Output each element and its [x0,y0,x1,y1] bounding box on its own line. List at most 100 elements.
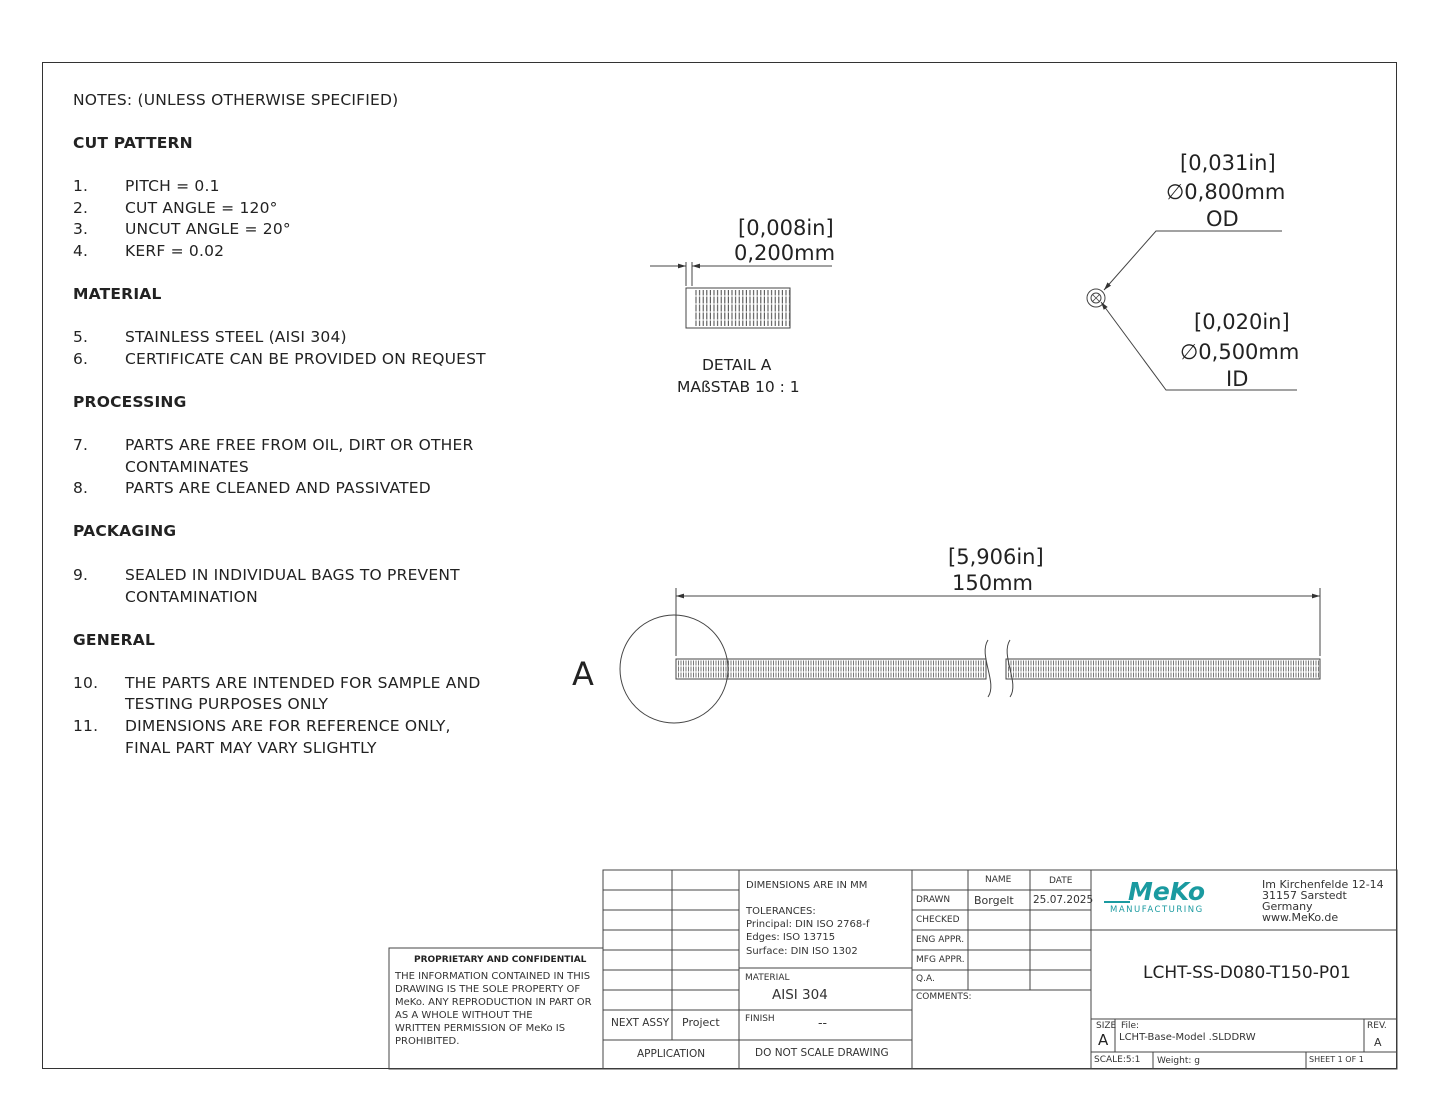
note-num: 6. [73,350,89,368]
row-label-drawn: DRAWN [916,895,951,905]
note-text: PARTS ARE FREE FROM OIL, DIRT OR OTHER [125,436,474,454]
section-title-packaging: PACKAGING [73,522,177,540]
proprietary-line: AS A WHOLE WITHOUT THE [395,1010,533,1021]
note-text: PITCH = 0.1 [125,177,220,195]
note-num: 9. [73,566,89,584]
address-line: Germany [1262,900,1313,913]
tolerances-line: Surface: DIN ISO 1302 [746,946,858,957]
tolerances-line: TOLERANCES: [746,906,816,917]
note-text: FINAL PART MAY VARY SLIGHTLY [125,739,377,757]
detail-scale: MAßSTAB 10 : 1 [677,378,800,396]
title-block-grid [388,869,1398,1070]
finish-label: FINISH [745,1014,775,1024]
note-text: CUT ANGLE = 120° [125,199,278,217]
address-line: Im Kirchenfelde 12-14 [1262,878,1384,891]
diameter-icon: ∅ [1180,340,1199,364]
tube-segment-right [1005,658,1321,680]
note-text: KERF = 0.02 [125,242,225,260]
od-dim-mm: ∅0,800mm [1166,180,1286,204]
note-text: UNCUT ANGLE = 20° [125,220,291,238]
section-title-general: GENERAL [73,631,156,649]
note-text: STAINLESS STEEL (AISI 304) [125,328,347,346]
do-not-scale: DO NOT SCALE DRAWING [755,1047,889,1059]
file-label: File: [1121,1021,1140,1031]
note-num: 2. [73,199,89,217]
proprietary-line: THE INFORMATION CONTAINED IN THIS [395,971,591,982]
id-leader [1100,301,1297,391]
part-number: LCHT-SS-D080-T150-P01 [1143,963,1351,983]
length-dim-inch: [5,906in] [948,545,1044,569]
size-value: A [1098,1031,1109,1049]
detail-a-view [650,262,832,329]
break-line-left [984,639,992,698]
note-num: 5. [73,328,89,346]
material-value: AISI 304 [772,987,828,1003]
application-label: APPLICATION [637,1048,706,1060]
break-line-right [1006,639,1014,698]
diameter-icon: ∅ [1166,180,1185,204]
material-label: MATERIAL [745,973,790,983]
length-view [619,588,1321,724]
note-text: CERTIFICATE CAN BE PROVIDED ON REQUEST [125,350,486,368]
drawn-date: 25.07.2025 [1033,894,1094,906]
address-line: 31157 Sarstedt [1262,889,1347,902]
finish-value: -- [818,1015,828,1030]
name-header: NAME [985,875,1012,885]
note-num: 8. [73,479,89,497]
id-cross [1092,294,1100,302]
date-header: DATE [1049,876,1073,886]
length-dim-mm: 150mm [952,571,1033,595]
section-title-processing: PROCESSING [73,393,187,411]
section-title-material: MATERIAL [73,285,162,303]
row-label-eng-appr: ENG APPR. [916,935,965,945]
file-value: LCHT-Base-Model .SLDDRW [1119,1032,1256,1043]
proprietary-title: PROPRIETARY AND CONFIDENTIAL [414,955,587,965]
note-num: 1. [73,177,89,195]
meko-logo: MeKo [1128,877,1206,906]
od-label: OD [1206,207,1239,231]
detail-dim-inch: [0,008in] [738,216,834,240]
rev-label: REV. [1367,1021,1387,1031]
next-assy-label: NEXT ASSY [611,1017,670,1029]
id-circle [1090,292,1102,304]
note-num: 7. [73,436,89,454]
note-text: CONTAMINATION [125,588,258,606]
id-dim-mm: ∅0,500mm [1180,340,1300,364]
tube-segment-left [675,658,987,680]
note-num: 10. [73,674,99,692]
detail-letter-a: A [572,655,594,693]
notes-header: NOTES: (UNLESS OTHERWISE SPECIFIED) [73,91,399,109]
detail-cut-pattern [694,290,790,326]
meko-logo-sub: MANUFACTURING [1110,905,1204,915]
proprietary-line: WRITTEN PERMISSION OF MeKo IS [395,1023,566,1034]
drawn-name: Borgelt [974,894,1014,907]
proprietary-line: DRAWING IS THE SOLE PROPERTY OF [395,984,581,995]
tolerances-line: Principal: DIN ISO 2768-f [746,919,870,930]
tolerances-line: Edges: ISO 13715 [746,932,836,943]
id-label: ID [1226,367,1249,391]
od-dim-inch: [0,031in] [1180,151,1276,175]
note-num: 3. [73,220,89,238]
note-text: PARTS ARE CLEANED AND PASSIVATED [125,479,431,497]
sheet-text: SHEET 1 OF 1 [1309,1055,1364,1064]
proprietary-line: PROHIBITED. [395,1036,460,1047]
note-text: TESTING PURPOSES ONLY [125,695,329,713]
proprietary-line: MeKo. ANY REPRODUCTION IN PART OR [395,997,592,1008]
dimensions-note: DIMENSIONS ARE IN MM [746,880,868,891]
row-label-checked: CHECKED [916,915,960,925]
note-text: CONTAMINATES [125,458,249,476]
note-num: 4. [73,242,89,260]
row-label-mfg-appr: MFG APPR. [916,955,965,965]
note-text: DIMENSIONS ARE FOR REFERENCE ONLY, [125,717,451,735]
detail-dim-mm: 0,200mm [734,241,836,265]
rev-value: A [1374,1036,1382,1049]
project-label: Project [682,1016,720,1029]
size-label: SIZE [1096,1021,1117,1031]
comments-label: COMMENTS: [916,992,972,1002]
od-circle [1086,288,1106,308]
id-dim-inch: [0,020in] [1194,310,1290,334]
od-leader [1103,230,1282,291]
weight-text: Weight: g [1157,1056,1200,1066]
section-view [1086,230,1297,391]
